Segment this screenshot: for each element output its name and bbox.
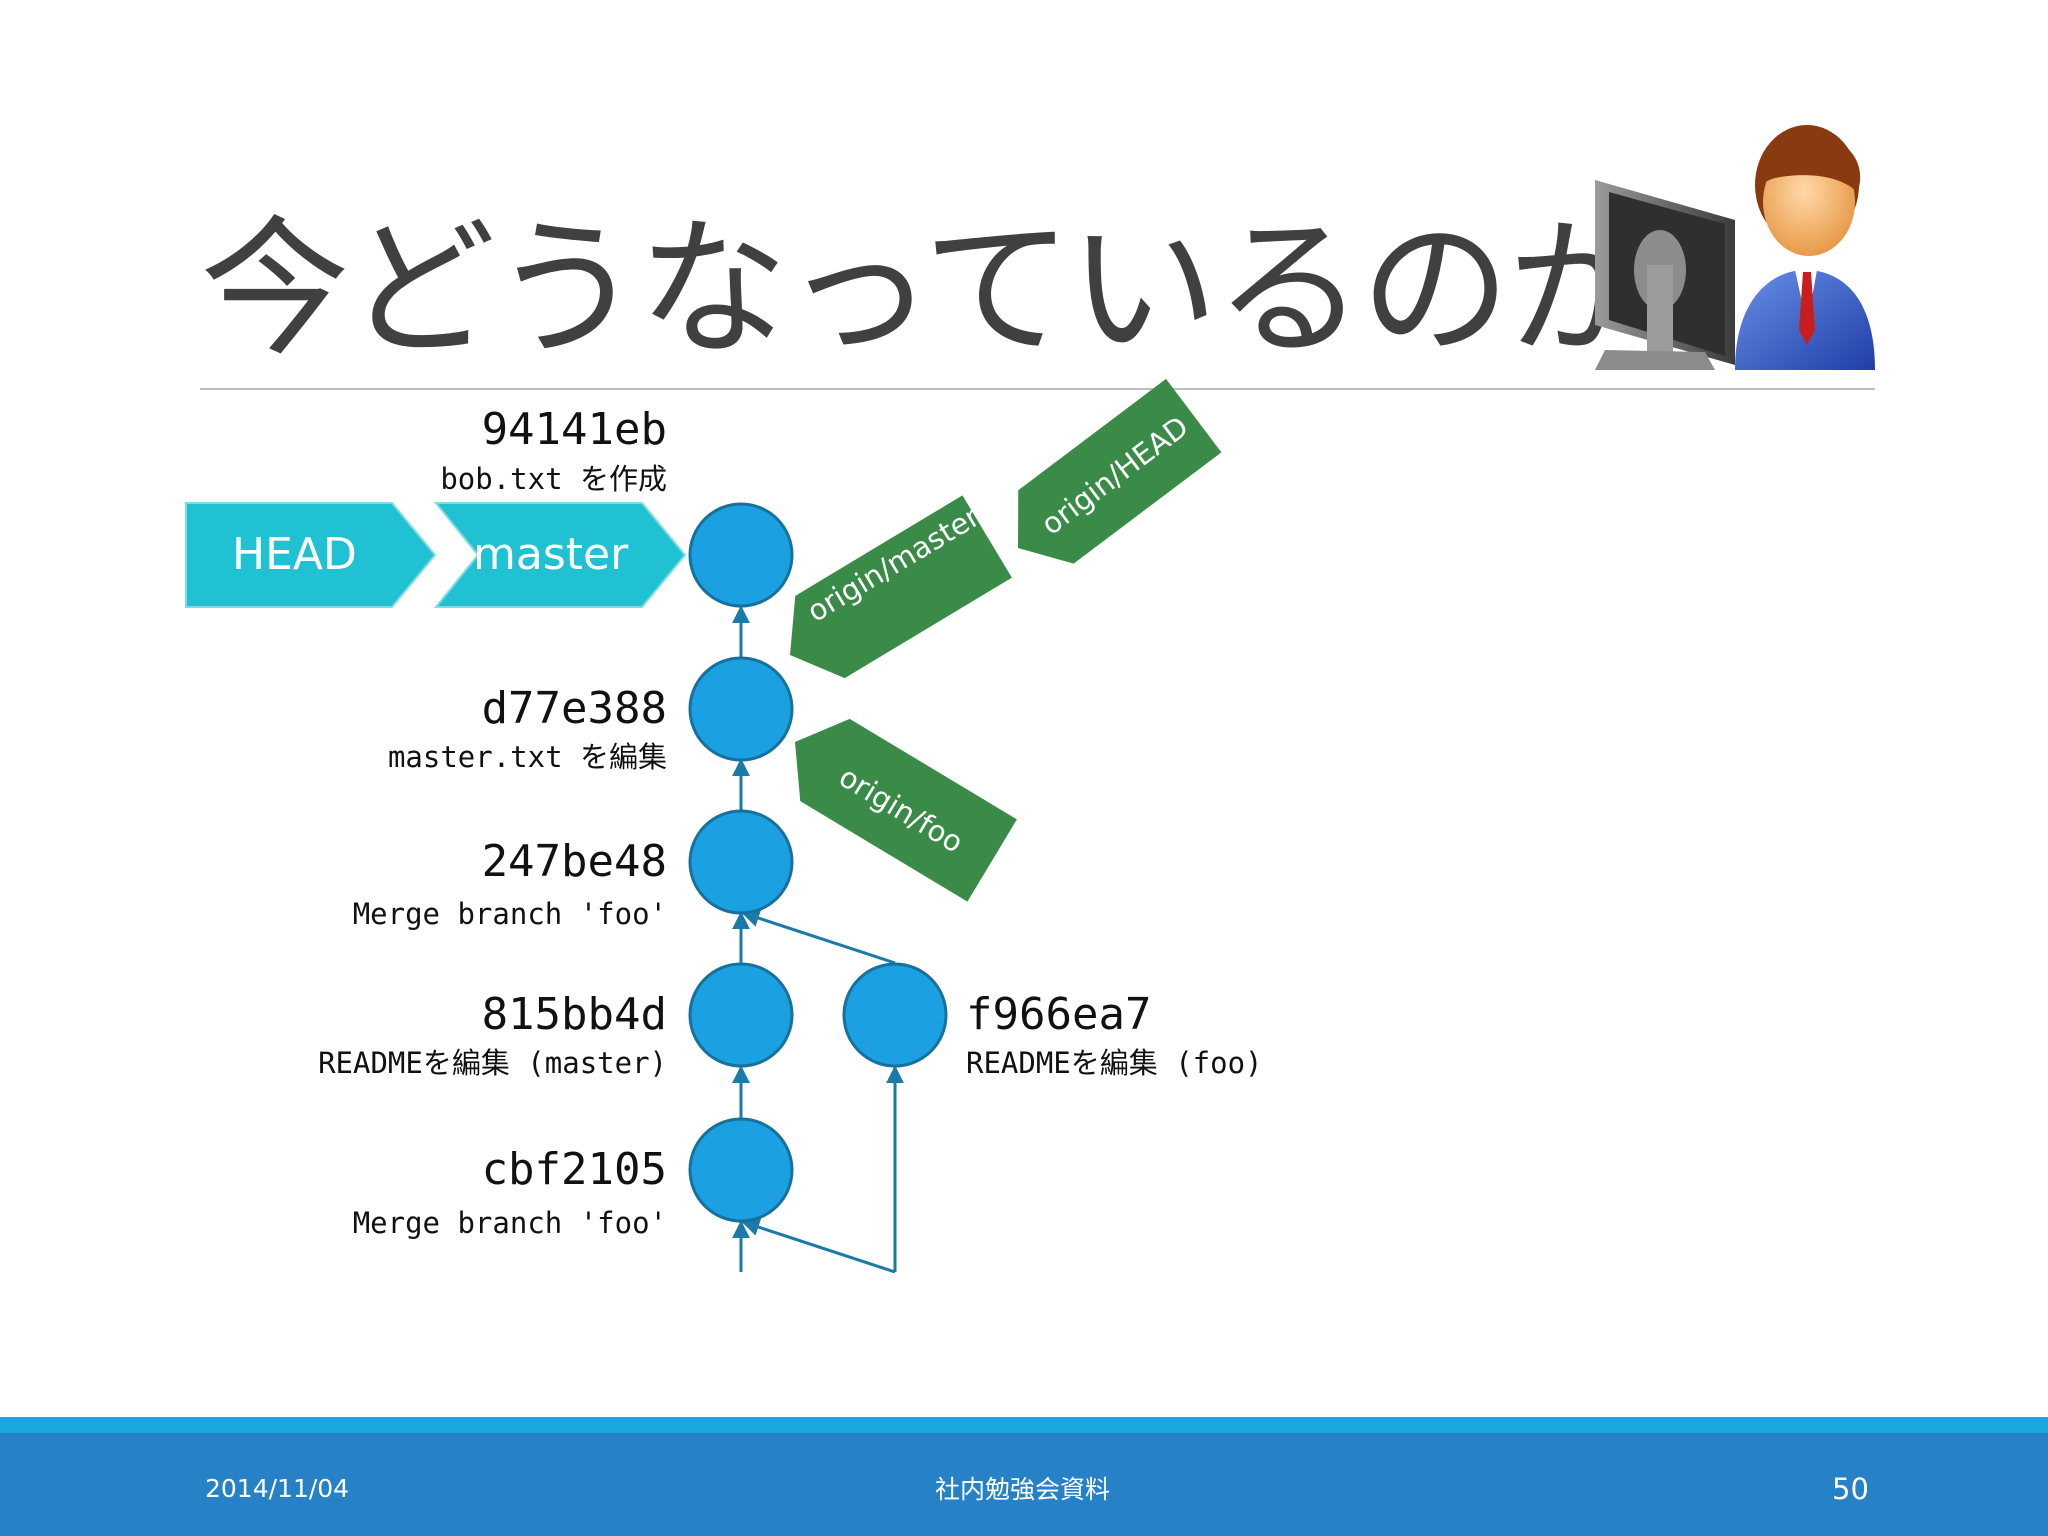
commit-hash: f966ea7: [966, 989, 1152, 1040]
master-ref-shape: [433, 502, 687, 608]
head-ref-shape: [185, 502, 437, 608]
commit-node-cbf2105[interactable]: [688, 1117, 794, 1223]
origin-master-tag: [790, 495, 1012, 679]
edge-f966ea7-247be48: [741, 909, 896, 965]
slide-footer: [0, 1433, 2048, 1536]
slide-title: 今どうなっているのか: [200, 203, 1657, 377]
footer-date: 2014/11/04: [205, 1474, 350, 1503]
commit-message: Merge branch 'foo': [352, 1206, 667, 1240]
commit-node-94141eb[interactable]: [688, 502, 794, 608]
master-ref-label: master: [473, 529, 629, 580]
footer-stripe: [0, 1417, 2048, 1433]
commit-hash: d77e388: [481, 683, 667, 734]
commit-message: Merge branch 'foo': [352, 897, 667, 931]
commit-node-d77e388[interactable]: [688, 656, 794, 762]
commit-node-f966ea7[interactable]: [842, 962, 948, 1068]
commit-message: bob.txt を作成: [440, 462, 667, 496]
commit-message: READMEを編集 (foo): [966, 1046, 1263, 1080]
title-divider: [200, 388, 1875, 390]
origin-head-tag: [1018, 378, 1222, 564]
commit-message: READMEを編集 (master): [318, 1046, 667, 1080]
commit-hash: 94141eb: [481, 404, 667, 455]
origin-foo-tag: [795, 718, 1017, 902]
commit-graph: [185, 378, 1222, 1274]
commit-hash: 247be48: [481, 836, 667, 887]
page-number: 50: [1832, 1472, 1869, 1506]
commit-hash: cbf2105: [481, 1144, 667, 1195]
user-at-computer-icon: [1595, 125, 1875, 370]
commit-message: master.txt を編集: [387, 740, 667, 774]
head-ref-label: HEAD: [232, 529, 357, 580]
edge-foo-parent-cbf2105: [741, 1218, 896, 1274]
footer-center-text: 社内勉強会資料: [935, 1475, 1111, 1504]
commit-node-815bb4d[interactable]: [688, 962, 794, 1068]
commit-hash: 815bb4d: [481, 989, 667, 1040]
commit-node-247be48[interactable]: [688, 809, 794, 915]
